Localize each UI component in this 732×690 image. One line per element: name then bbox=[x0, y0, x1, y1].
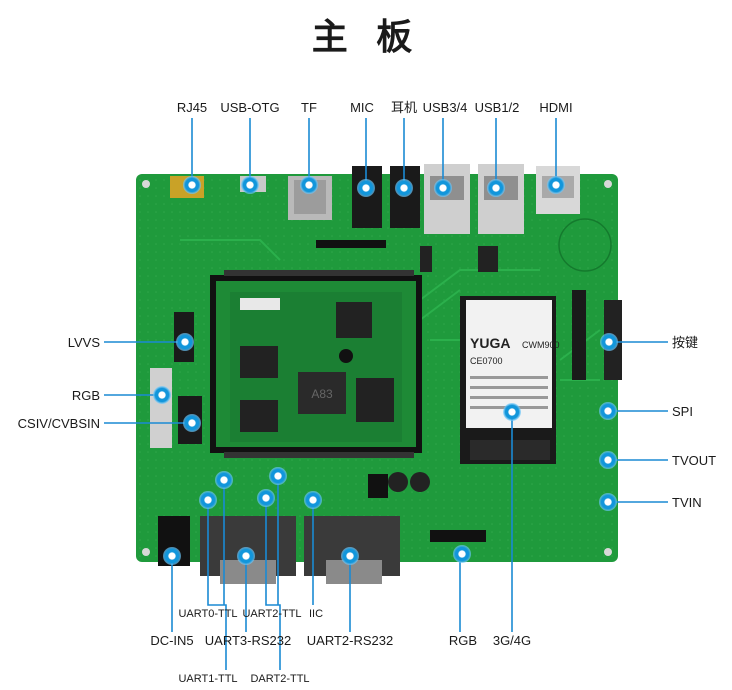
connector-markers bbox=[153, 176, 618, 565]
usb-otg-marker bbox=[241, 176, 259, 194]
label-tf: TF bbox=[301, 100, 317, 115]
uart0-marker bbox=[215, 471, 233, 489]
label-3g4g: 3G/4G bbox=[493, 633, 531, 648]
label-button: 按键 bbox=[672, 335, 698, 350]
label-rgb-left: RGB bbox=[72, 388, 100, 403]
label-usb-otg: USB-OTG bbox=[220, 100, 279, 115]
dart2-marker bbox=[257, 489, 275, 507]
rj45-marker bbox=[183, 176, 201, 194]
rgb-bottom-marker bbox=[453, 545, 471, 563]
label-mic: MIC bbox=[350, 100, 374, 115]
label-rgb-bottom: RGB bbox=[449, 633, 477, 648]
csiv-marker bbox=[183, 414, 201, 432]
core-module: A83 bbox=[210, 270, 422, 458]
spi-marker bbox=[599, 402, 617, 420]
label-dart2: DART2-TTL bbox=[250, 673, 309, 685]
label-usb34: USB3/4 bbox=[423, 100, 468, 115]
uart2ttl-marker bbox=[269, 467, 287, 485]
button-marker bbox=[600, 333, 618, 351]
usb34-marker bbox=[434, 179, 452, 197]
module-brand: YUGA bbox=[470, 335, 510, 351]
label-spi: SPI bbox=[672, 404, 693, 419]
callout-labels: RJ45 USB-OTG TF MIC 耳机 USB3/4 USB1/2 HDM… bbox=[18, 100, 716, 685]
rgb-left-marker bbox=[153, 386, 171, 404]
label-csiv: CSIV/CVBSIN bbox=[18, 416, 100, 431]
callout-lines bbox=[104, 118, 668, 670]
mic-marker bbox=[357, 179, 375, 197]
label-uart1: UART1-TTL bbox=[178, 673, 237, 685]
label-tvin: TVIN bbox=[672, 495, 702, 510]
label-earphone: 耳机 bbox=[391, 100, 417, 115]
label-tvout: TVOUT bbox=[672, 453, 716, 468]
label-rj45: RJ45 bbox=[177, 100, 207, 115]
label-uart0: UART0-TTL bbox=[178, 608, 237, 620]
label-uart2rs: UART2-RS232 bbox=[307, 633, 393, 648]
lvvs-marker bbox=[176, 333, 194, 351]
label-iic: IIC bbox=[309, 608, 323, 620]
page-title: 主 板 bbox=[311, 17, 421, 58]
iic-marker bbox=[304, 491, 322, 509]
tf-marker bbox=[300, 176, 318, 194]
usb12-marker bbox=[487, 179, 505, 197]
label-hdmi: HDMI bbox=[539, 100, 572, 115]
label-usb12: USB1/2 bbox=[475, 100, 520, 115]
3g4g-marker bbox=[503, 403, 521, 421]
uart3-marker bbox=[237, 547, 255, 565]
label-uart2ttl: UART2-TTL bbox=[242, 608, 301, 620]
dcin-marker bbox=[163, 547, 181, 565]
label-uart3: UART3-RS232 bbox=[205, 633, 291, 648]
top-connectors bbox=[170, 164, 580, 272]
3g4g-module: YUGA CWM900 CE0700 bbox=[460, 296, 560, 464]
hdmi-marker bbox=[547, 176, 565, 194]
main-chip-label: A83 bbox=[311, 387, 333, 401]
earphone-marker bbox=[395, 179, 413, 197]
uart1-marker bbox=[199, 491, 217, 509]
label-lvvs: LVVS bbox=[68, 335, 101, 350]
module-model: CWM900 bbox=[522, 340, 560, 350]
label-dcin: DC-IN5 bbox=[150, 633, 193, 648]
module-ce: CE0700 bbox=[470, 356, 503, 366]
tvout-marker bbox=[599, 451, 617, 469]
tvin-marker bbox=[599, 493, 617, 511]
uart2rs-marker bbox=[341, 547, 359, 565]
